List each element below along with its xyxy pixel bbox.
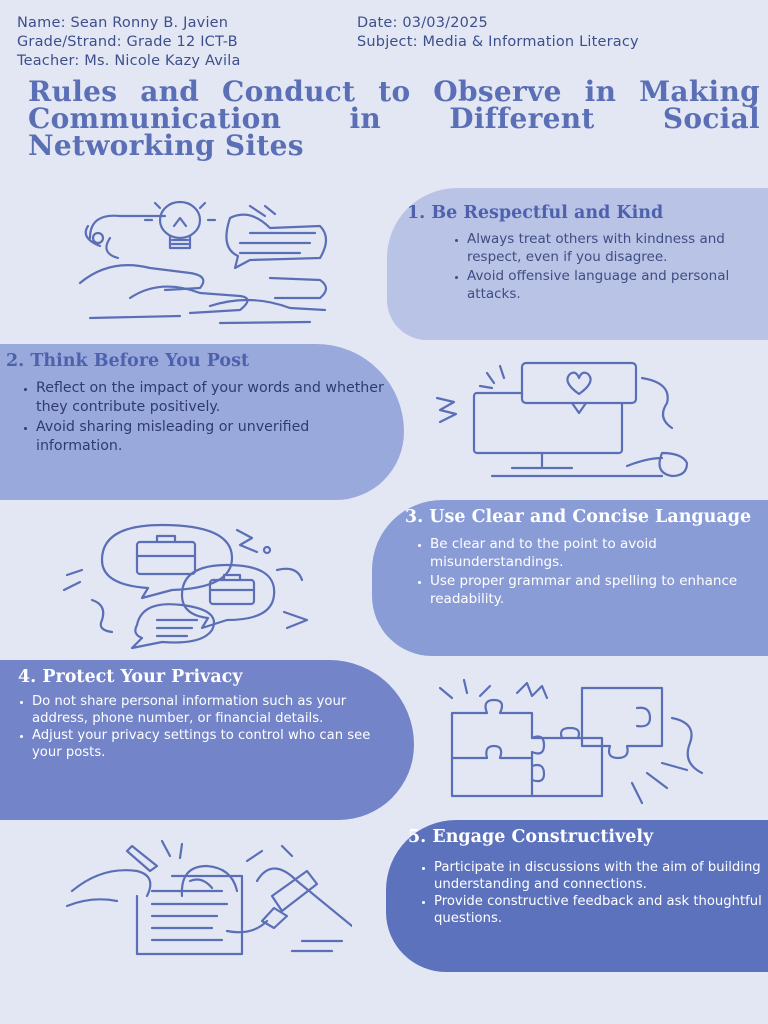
bullet-item: Use proper grammar and spelling to enhan… [430, 573, 760, 608]
bullet-item: Avoid offensive language and personal at… [467, 268, 758, 303]
grade-strand: Grade/Strand: Grade 12 ICT-B [17, 34, 238, 50]
bullet-list: Be clear and to the point to avoid misun… [396, 536, 760, 608]
section-3-card: 3. Use Clear and Concise Language Be cle… [372, 500, 768, 656]
bullet-item: Reflect on the impact of your words and … [36, 379, 394, 416]
bullet-item: Be clear and to the point to avoid misun… [430, 536, 760, 571]
section-2-card: 2. Think Before You Post Reflect on the … [0, 344, 404, 500]
section-4-card: 4. Protect Your Privacy Do not share per… [0, 660, 414, 820]
writing-hand-icon [62, 836, 352, 961]
bullet-list: Do not share personal information such a… [18, 693, 404, 761]
bullet-list: Reflect on the impact of your words and … [6, 379, 394, 455]
puzzle-icon [432, 678, 712, 808]
computer-heart-icon [432, 358, 702, 488]
bullet-item: Always treat others with kindness and re… [467, 231, 758, 266]
bullet-item: Participate in discussions with the aim … [434, 859, 762, 893]
student-name: Name: Sean Ronny B. Javien [17, 15, 229, 31]
date: Date: 03/03/2025 [357, 15, 488, 31]
page-title: Rules and Conduct to Observe in Making C… [28, 75, 760, 162]
subject: Subject: Media & Information Literacy [357, 34, 639, 50]
briefcase-chat-icon [62, 520, 322, 650]
section-heading: 5. Engage Constructively [408, 827, 654, 847]
bullet-item: Adjust your privacy settings to control … [32, 727, 404, 761]
bullet-item: Do not share personal information such a… [32, 693, 404, 727]
section-5-card: 5. Engage Constructively Participate in … [386, 820, 768, 972]
student-info: Name: Sean Ronny B. Javien Date: 03/03/2… [17, 14, 639, 71]
section-heading: 2. Think Before You Post [6, 351, 250, 371]
bullet-item: Avoid sharing misleading or unverified i… [36, 418, 394, 455]
bullet-list: Always treat others with kindness and re… [447, 231, 758, 303]
section-heading: 4. Protect Your Privacy [18, 667, 243, 687]
bullet-item: Provide constructive feedback and ask th… [434, 893, 762, 927]
section-heading: 3. Use Clear and Concise Language [404, 507, 752, 527]
section-heading: 1. Be Respectful and Kind [407, 203, 664, 223]
section-1-card: 1. Be Respectful and Kind Always treat o… [387, 188, 768, 340]
teacher: Teacher: Ms. Nicole Kazy Avila [17, 53, 241, 69]
lightbulb-handshake-icon [70, 198, 340, 333]
bullet-list: Participate in discussions with the aim … [430, 859, 762, 927]
